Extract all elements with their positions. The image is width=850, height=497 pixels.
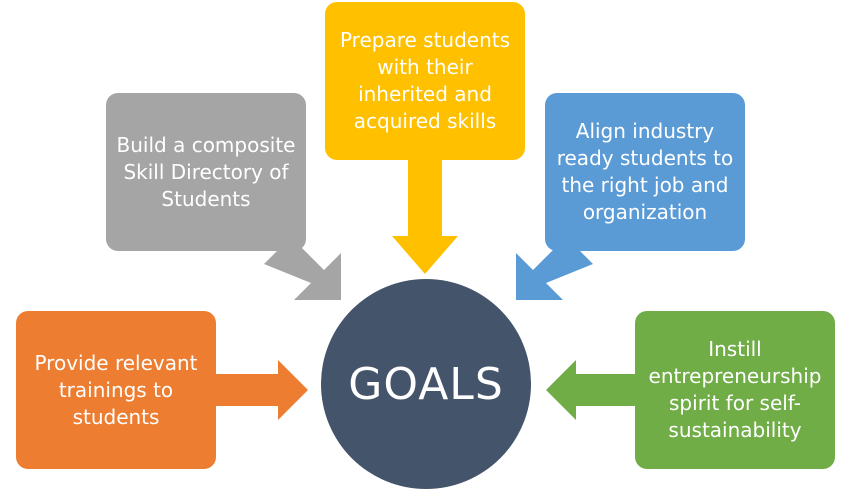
arrow-diagonal-blue: [516, 237, 593, 300]
arrow-down-yellow: [392, 160, 458, 274]
goal-box-prepare-students: Prepare students with their inherited an…: [325, 2, 525, 160]
goals-center-label: GOALS: [348, 358, 504, 410]
goals-center-circle: GOALS: [321, 279, 531, 489]
goal-text-trainings: Provide relevant trainings to students: [34, 350, 198, 429]
goal-text-prepare-students: Prepare students with their inherited an…: [339, 28, 511, 133]
goal-box-skill-directory: Build a composite Skill Directory of Stu…: [106, 93, 306, 251]
arrow-left-green: [546, 360, 635, 420]
goal-text-entrepreneurship: Instill entrepreneurship spirit for self…: [648, 337, 822, 442]
goal-box-entrepreneurship: Instill entrepreneurship spirit for self…: [635, 311, 835, 469]
arrow-diagonal-gray: [264, 237, 341, 300]
goal-text-align-industry: Align industry ready students to the rig…: [556, 119, 734, 224]
arrow-right-orange: [216, 360, 308, 420]
goal-text-skill-directory: Build a composite Skill Directory of Stu…: [116, 132, 296, 211]
goal-box-trainings: Provide relevant trainings to students: [16, 311, 216, 469]
goal-box-align-industry: Align industry ready students to the rig…: [545, 93, 745, 251]
